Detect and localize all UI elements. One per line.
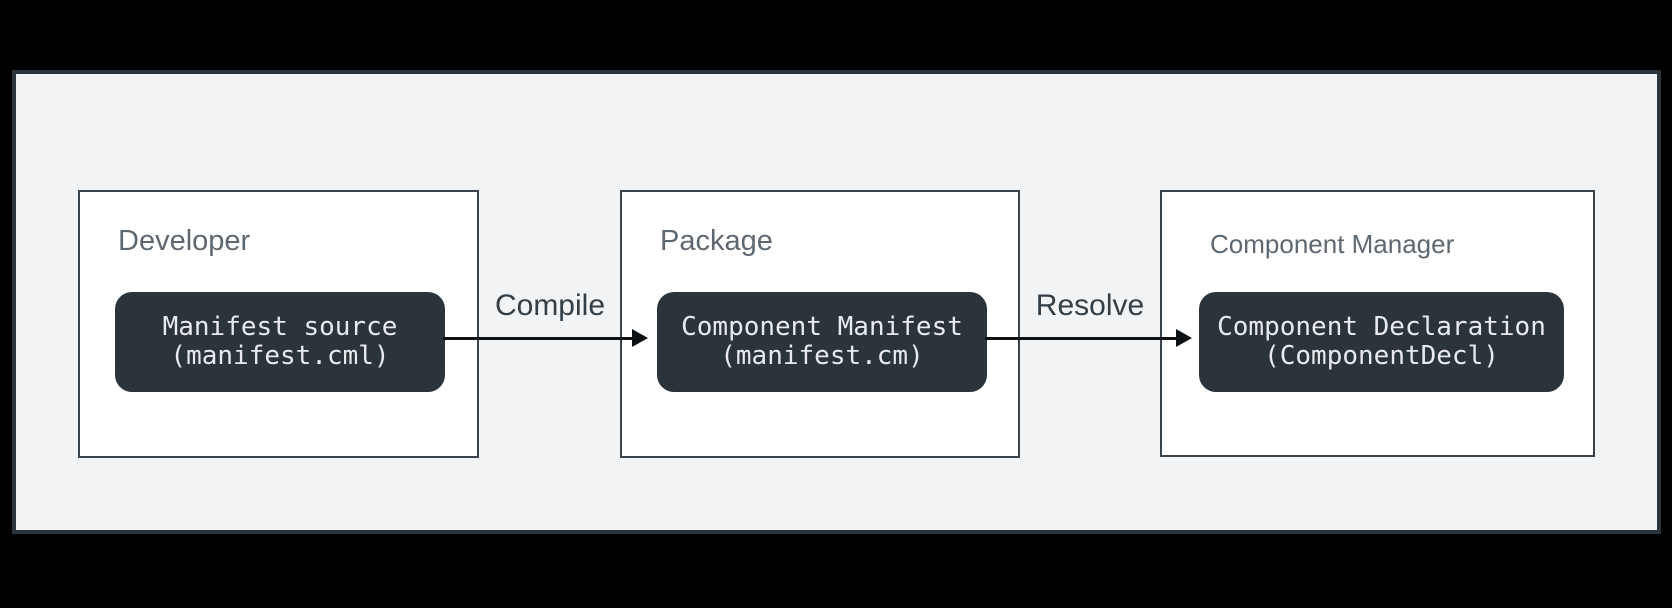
node-line1: Manifest source: [162, 312, 398, 342]
arrow-resolve-line: [985, 337, 1177, 340]
arrow-resolve-head-icon: [1176, 329, 1192, 347]
node-manifest-source: Manifest source (manifest.cml): [115, 292, 445, 392]
group-box-developer: Developer Manifest source (manifest.cml): [78, 190, 479, 458]
arrow-compile-head-icon: [632, 329, 648, 347]
node-component-manifest: Component Manifest (manifest.cm): [657, 292, 987, 392]
node-line1: Component Declaration: [1217, 312, 1546, 342]
group-label-package: Package: [660, 225, 773, 257]
node-line1: Component Manifest: [681, 312, 963, 342]
node-component-declaration: Component Declaration (ComponentDecl): [1199, 292, 1564, 392]
group-box-package: Package Component Manifest (manifest.cm): [620, 190, 1020, 458]
arrow-label-resolve: Resolve: [1035, 289, 1145, 322]
node-line2: (manifest.cm): [720, 341, 924, 371]
node-line2: (ComponentDecl): [1264, 341, 1499, 371]
group-label-component-manager: Component Manager: [1210, 229, 1455, 259]
arrow-compile-line: [443, 337, 633, 340]
arrow-label-compile: Compile: [494, 289, 606, 322]
group-label-developer: Developer: [118, 225, 251, 257]
node-line2: (manifest.cml): [170, 341, 390, 371]
group-box-component-manager: Component Manager Component Declaration …: [1160, 190, 1595, 457]
